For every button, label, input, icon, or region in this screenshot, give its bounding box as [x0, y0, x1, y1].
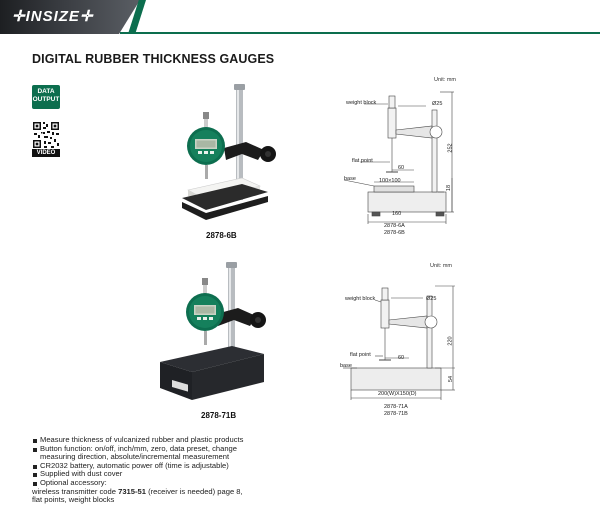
unit-label-2: Unit: mm [430, 263, 452, 269]
model-label-2: 2878-71B [201, 411, 237, 420]
qr-code-icon[interactable] [32, 121, 60, 149]
gauge-photo-2 [160, 262, 266, 400]
header-rule [120, 32, 600, 34]
feature-item-continued: flat points, weight blocks [32, 495, 115, 505]
model-code-1b: 2878-6B [384, 230, 405, 236]
weight-block-label-2: weight block [345, 296, 376, 302]
feature-item-continued: measuring direction, absolute/incrementa… [40, 452, 230, 462]
base-height-label-1: 18 [446, 184, 453, 192]
accessory-note: (receiver is needed) page 8, [145, 486, 243, 496]
dimension-drawing-1 [343, 91, 454, 224]
accessory-text: wireless transmitter code [32, 486, 119, 496]
video-label: VIDEO [32, 149, 60, 157]
step-label-2: 60 [398, 355, 405, 361]
model-code-1a: 2878-6A [384, 223, 405, 229]
feature-list: Measure thickness of vulcanized rubber a… [32, 435, 332, 505]
dimension-drawing-2 [343, 285, 455, 400]
height-label-1: 252 [447, 143, 454, 153]
badge-line-1: DATA [37, 88, 55, 95]
base-height-label-2: 54 [448, 375, 455, 383]
height-label-2: 220 [447, 336, 454, 346]
base-size-label-1: 100×100 [379, 178, 401, 184]
model-code-2b: 2878-71B [384, 411, 408, 417]
badge-line-2: OUTPUT [32, 96, 60, 103]
flat-point-label-1: flat point [352, 158, 373, 164]
base-label-2: base [340, 363, 352, 369]
step-label-1: 60 [398, 165, 405, 171]
feature-item: Optional accessory: [32, 478, 332, 488]
gauge-photo-1 [182, 84, 276, 220]
weight-block-label-1: weight block [346, 100, 377, 106]
model-label-1: 2878-6B [206, 231, 237, 240]
accessory-code: 7315-51 [118, 486, 146, 496]
diameter-label-1: Ø25 [432, 101, 443, 107]
base-label-1: base [344, 176, 356, 182]
width-label-1: 160 [392, 211, 402, 217]
feature-item: Button function: on/off, inch/mm, zero, … [32, 444, 332, 454]
base-size-label-2: 200(W)X150(D) [378, 391, 417, 397]
feature-item: Measure thickness of vulcanized rubber a… [32, 435, 332, 445]
feature-item-continued: wireless transmitter code 7315-51 (recei… [32, 486, 332, 497]
data-output-badge: DATA OUTPUT [32, 85, 60, 109]
feature-item: CR2032 battery, automatic power off (tim… [32, 461, 332, 471]
model-code-2a: 2878-71A [384, 404, 408, 410]
page-title: DIGITAL RUBBER THICKNESS GAUGES [32, 52, 275, 66]
diameter-label-2: Ø25 [426, 296, 437, 302]
feature-item: Supplied with dust cover [32, 470, 332, 479]
unit-label-1: Unit: mm [434, 77, 456, 83]
brand-logo: ✛INSIZE✛ [12, 8, 94, 25]
flat-point-label-2: flat point [350, 352, 371, 358]
header-background [0, 0, 140, 34]
header-banner: ✛INSIZE✛ [0, 0, 600, 34]
